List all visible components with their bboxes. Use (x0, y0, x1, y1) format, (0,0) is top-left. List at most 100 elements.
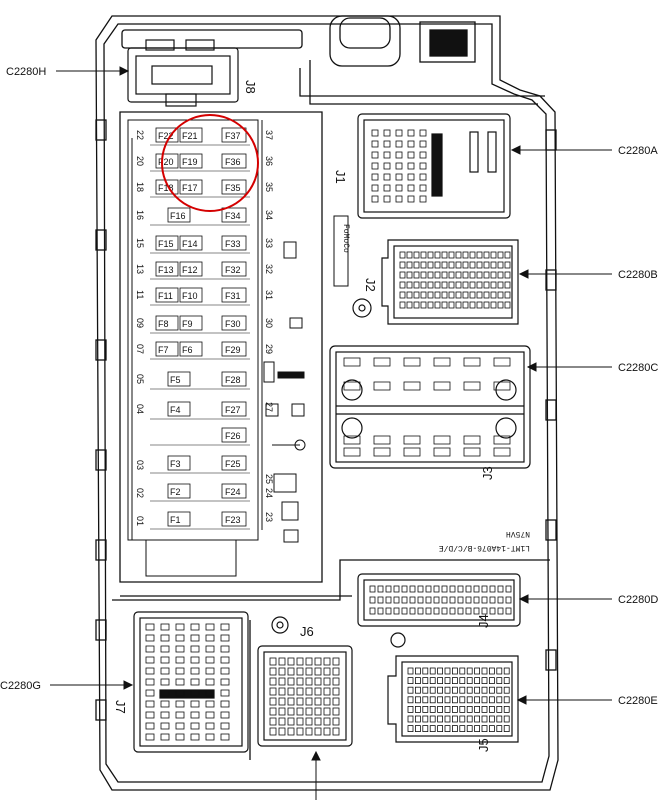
fuse-label: F28 (225, 375, 241, 385)
connector-j5 (387, 655, 519, 743)
fuse-slot (155, 315, 179, 331)
connector-pin (305, 717, 313, 726)
fuse-slot (155, 287, 179, 303)
connector-pin (145, 733, 155, 741)
fuse-label: F9 (182, 319, 193, 329)
connector-pin (385, 585, 392, 593)
j2-pins (399, 251, 511, 309)
connector-pin (371, 140, 379, 148)
connector-pin (419, 162, 427, 170)
connector-pin (160, 656, 170, 664)
connector-pin (451, 696, 458, 704)
connector-pin (323, 687, 331, 696)
connector-pin (205, 667, 215, 675)
connector-pin (296, 697, 304, 706)
connector-pin (469, 271, 476, 279)
label-c2280g: C2280G (0, 680, 41, 692)
fuse-label: F29 (225, 345, 241, 355)
connector-pin (205, 733, 215, 741)
fuse-label: F32 (225, 265, 241, 275)
connector-pin (220, 711, 230, 719)
connector-pin (422, 686, 429, 694)
connector-pin (145, 678, 155, 686)
connector-pin (332, 667, 340, 676)
connector-pin (493, 435, 511, 445)
connector-pin (444, 677, 451, 684)
connector-pin (190, 678, 200, 686)
connector-pin (403, 447, 421, 457)
connector-pin (414, 677, 421, 684)
connector-pin (466, 696, 473, 704)
connector-pin (407, 162, 415, 170)
connector-pin (419, 184, 427, 192)
connector-pin (476, 291, 483, 299)
connector-pin (496, 706, 503, 713)
fuse-slot (221, 153, 247, 169)
connector-pin (449, 585, 456, 593)
connector-pin (220, 722, 230, 730)
connector-pin (407, 667, 414, 675)
connector-pin (323, 727, 331, 736)
label-c2280b: C2280B (618, 269, 658, 281)
fuse-label: F27 (225, 405, 241, 415)
connector-pin (503, 667, 510, 675)
connector-pin (407, 696, 414, 704)
connector-pin (414, 715, 421, 723)
connector-pin (441, 585, 448, 593)
connector-pin (433, 357, 451, 367)
connector-pin (220, 667, 230, 675)
label-j7: J7 (113, 700, 128, 714)
fuse-slot (179, 127, 203, 143)
slot-number: 35 (264, 182, 274, 192)
connector-pin (481, 715, 488, 723)
connector-pin (401, 596, 408, 604)
connector-pin (434, 251, 441, 259)
slot-number: 32 (264, 264, 274, 274)
connector-pin (160, 623, 170, 631)
connector-pin (190, 667, 200, 675)
slot-number: 03 (135, 460, 145, 470)
connector-pin (190, 722, 200, 730)
connector-pin (278, 727, 286, 736)
label-j5: J5 (476, 738, 491, 752)
connector-pin (490, 251, 497, 259)
connector-pin (457, 596, 464, 604)
connector-pin (343, 435, 361, 445)
fuse-slot (221, 401, 247, 417)
connector-pin (451, 725, 458, 732)
slot-number: 02 (135, 488, 145, 498)
connector-pin (503, 706, 510, 713)
connector-pin (371, 129, 379, 137)
connector-pin (497, 281, 504, 289)
connector-pin (429, 725, 436, 732)
connector-pin (383, 162, 391, 170)
connector-pin (373, 447, 391, 457)
connector-pin (287, 697, 295, 706)
connector-pin (269, 717, 277, 726)
fuse-slot (155, 153, 179, 169)
slot-number: 34 (264, 210, 274, 220)
connector-pin (451, 667, 458, 675)
slot-number: 09 (135, 318, 145, 328)
connector-pin (503, 696, 510, 704)
connector-pin (496, 696, 503, 704)
connector-pin (455, 251, 462, 259)
fuse-label: F21 (182, 131, 198, 141)
connector-pin (205, 722, 215, 730)
connector-pin (145, 711, 155, 719)
connector-pin (441, 291, 448, 299)
connector-pin (220, 733, 230, 741)
connector-pin (422, 677, 429, 684)
connector-pin (463, 435, 481, 445)
connector-pin (403, 357, 421, 367)
connector-pin (296, 727, 304, 736)
connector-pin (433, 585, 440, 593)
connector-pin (497, 271, 504, 279)
connector-pin (420, 291, 427, 299)
connector-pin (497, 291, 504, 299)
connector-pin (323, 667, 331, 676)
fuse-label: F36 (225, 157, 241, 167)
connector-pin (175, 645, 185, 653)
